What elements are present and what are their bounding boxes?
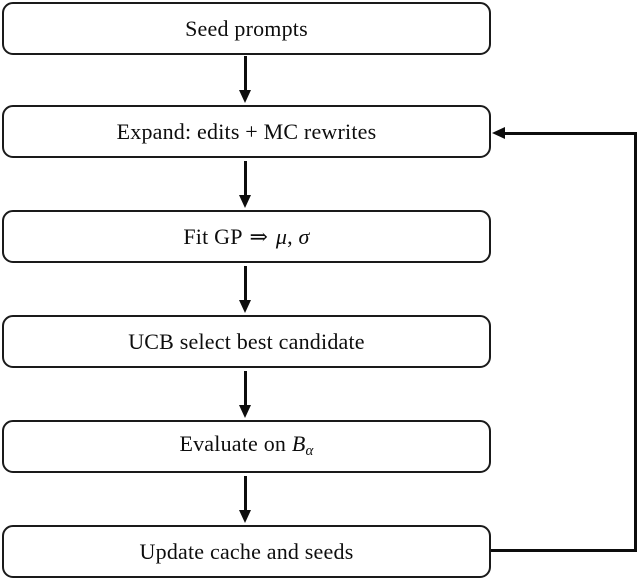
- math-var-mu: μ: [275, 223, 288, 249]
- math-var-sigma: σ: [298, 223, 310, 249]
- implies-symbol: ⇒: [249, 223, 269, 249]
- flow-node-label: Expand: edits + MC rewrites: [116, 118, 377, 144]
- arrowhead-down-icon: [239, 300, 251, 313]
- label-text-prefix: Evaluate on: [179, 431, 292, 457]
- arrowhead-down-icon: [239, 195, 251, 208]
- connector-fitgp-to-ucb: [244, 266, 247, 302]
- flow-node-label: Fit GP ⇒ μ, σ: [183, 223, 310, 249]
- flow-node-ucb-select: UCB select best candidate: [2, 315, 491, 368]
- flow-node-seed-prompts: Seed prompts: [2, 2, 491, 55]
- label-separator: ,: [287, 223, 299, 249]
- arrowhead-down-icon: [239, 510, 251, 523]
- flow-node-expand: Expand: edits + MC rewrites: [2, 105, 491, 158]
- feedback-edge-bottom-segment: [491, 549, 637, 552]
- flow-node-evaluate: Evaluate on Bα: [2, 420, 491, 473]
- connector-ucb-to-evaluate: [244, 371, 247, 407]
- feedback-edge-top-segment: [505, 132, 637, 135]
- flow-node-label: Evaluate on Bα: [179, 433, 313, 459]
- connector-seed-to-expand: [244, 56, 247, 92]
- flow-node-label: Seed prompts: [185, 15, 308, 41]
- label-text-prefix: Fit GP: [183, 223, 248, 249]
- connector-expand-to-fitgp: [244, 161, 247, 197]
- flow-node-label: UCB select best candidate: [128, 328, 365, 354]
- flow-node-update-cache: Update cache and seeds: [2, 525, 491, 578]
- arrowhead-down-icon: [239, 90, 251, 103]
- math-subscript-alpha: α: [305, 443, 314, 460]
- arrowhead-down-icon: [239, 405, 251, 418]
- connector-evaluate-to-update: [244, 476, 247, 512]
- flow-node-label: Update cache and seeds: [139, 538, 354, 564]
- math-var-b: B: [291, 431, 306, 457]
- flow-node-fit-gp: Fit GP ⇒ μ, σ: [2, 210, 491, 263]
- feedback-edge-right-segment: [634, 132, 637, 552]
- arrowhead-left-icon: [492, 127, 505, 139]
